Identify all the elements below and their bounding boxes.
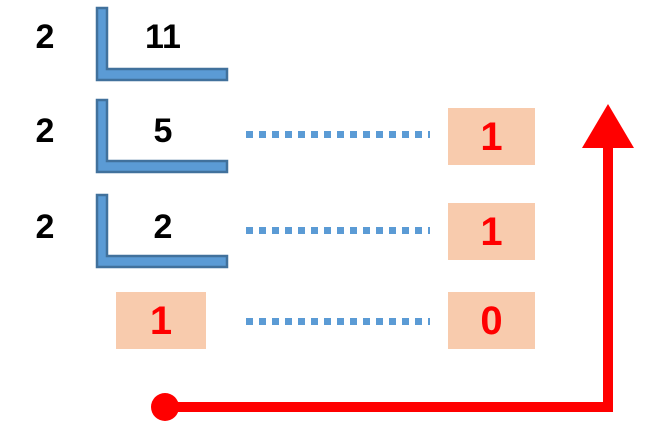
dotted-connector-1 [246,131,430,138]
remainder-value-3: 0 [480,298,503,343]
dividend-label-2: 5 [153,112,173,150]
divisor-label-1: 2 [35,18,55,56]
dividend-label-3: 2 [153,208,173,246]
division-bracket-3 [95,193,229,269]
divisor-label-3: 2 [35,208,55,246]
remainder-box-3: 0 [448,292,535,349]
dividend-label-1: 11 [145,18,181,56]
division-bracket-2 [95,98,229,174]
arrow-head-icon [582,104,634,148]
divisor-label-2: 2 [35,112,55,150]
remainder-box-2: 1 [448,203,535,260]
arrow-path [165,148,613,412]
division-bracket-1 [95,6,229,82]
dotted-connector-3 [246,318,430,325]
remainder-value-1: 1 [480,114,503,159]
quotient-box: 1 [116,292,206,349]
remainder-box-1: 1 [448,108,535,165]
remainder-value-2: 1 [480,209,503,254]
arrow-start-dot-icon [151,393,179,421]
quotient-value: 1 [149,298,173,343]
dotted-connector-2 [246,227,430,234]
